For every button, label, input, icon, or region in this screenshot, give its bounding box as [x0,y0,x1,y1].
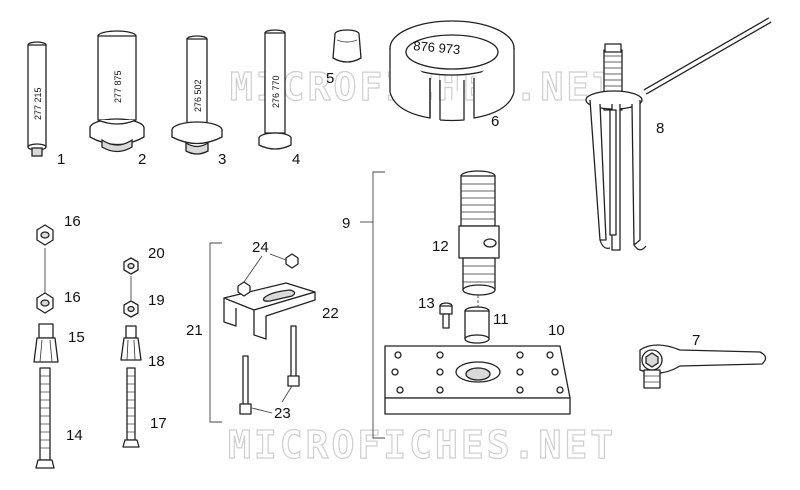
part-16-nut-lower [36,292,54,314]
part-17-bolt [122,367,140,448]
part-23-bolts [239,325,300,415]
watermark-bottom: MICROFICHES.NET [228,423,616,467]
callout-24: 24 [252,239,269,256]
callout-18: 18 [148,353,165,370]
callout-16-top: 16 [64,213,81,230]
callout-6: 6 [491,113,499,130]
part-12-spindle [458,170,500,296]
callout-2: 2 [138,151,146,168]
part-1-stamp: 277 215 [33,87,43,120]
part-11-sleeve [464,306,490,344]
part-2-stamp: 277 875 [113,70,123,103]
part-4-stamp: 276 770 [271,75,281,108]
part-2-drift: 277 875 [89,30,145,153]
callout-16-lower: 16 [64,289,81,306]
part-8-puller [585,17,772,251]
part-24-nuts [237,253,299,297]
part-10-base-plate [384,345,571,415]
callout-12: 12 [432,238,449,255]
bracket-9 [372,171,385,439]
part-16-nut-top [36,224,54,246]
part-19-nut [123,300,139,318]
part-14-bolt [35,367,55,469]
bracket-21 [209,242,222,423]
part-13-screw [439,302,453,329]
part-18-collet [120,325,142,361]
part-6-stamp: 876 973 [413,38,461,57]
callout-22: 22 [322,305,339,322]
callout-7: 7 [692,332,700,349]
part-3-drift: 276 502 [171,35,223,155]
callout-14: 14 [66,427,83,444]
callout-23: 23 [274,405,291,422]
part-6-split-ring: 876 973 [389,20,515,122]
callout-13: 13 [418,295,435,312]
callout-10: 10 [548,322,565,339]
part-5-cap [332,29,362,63]
part-15-collet [33,323,59,363]
callout-5: 5 [326,70,334,87]
callout-9: 9 [342,215,350,232]
callout-20: 20 [148,245,165,262]
callout-4: 4 [292,151,300,168]
part-1-pin: 277 215 [27,41,47,157]
callout-21: 21 [186,322,203,339]
callout-8: 8 [656,120,664,137]
callout-17: 17 [150,415,167,432]
part-22-plate [223,282,316,340]
callout-11: 11 [493,311,509,328]
part-7-wrench [639,344,767,389]
part-20-nut [123,257,139,275]
part-4-drift: 276 770 [258,29,292,150]
part-3-stamp: 276 502 [193,79,203,112]
callout-1: 1 [57,151,65,168]
callout-3: 3 [218,151,226,168]
callout-19: 19 [148,292,165,309]
callout-15: 15 [68,329,85,346]
